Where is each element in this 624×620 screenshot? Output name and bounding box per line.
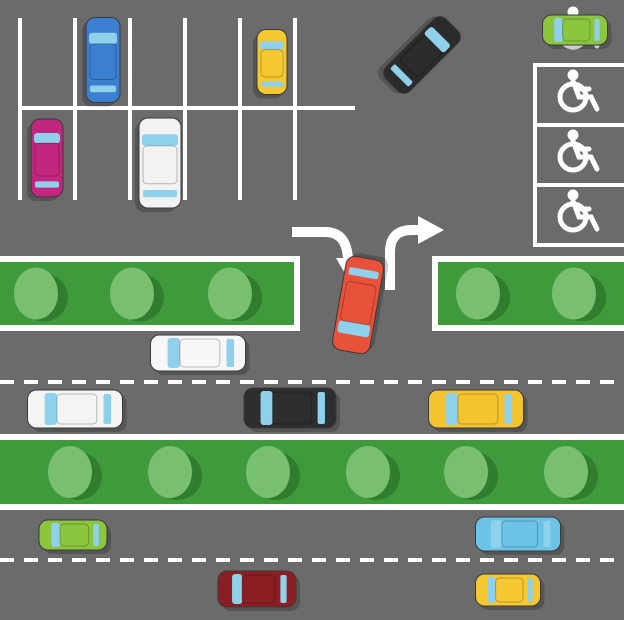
head [567,129,579,141]
median-edge-line [0,434,624,440]
car-roof [562,18,591,42]
car-light-blue-car [475,516,565,555]
windshield [142,134,178,146]
windshield [232,574,243,604]
bush [110,267,154,320]
windshield [337,320,371,338]
car-roof [495,577,524,603]
car-magenta-coupe [27,118,64,201]
wheelchair-icon [557,69,600,113]
rear-window [93,524,99,546]
wheelchair-icon [557,189,600,233]
car-roof [34,142,60,177]
bush [14,267,58,320]
car-roof [340,281,377,326]
windshield [167,338,180,368]
car-white-hatchback [27,389,127,432]
bush [48,446,92,498]
windshield [260,41,284,50]
car-green-hatchback [38,519,111,554]
car-roof [142,145,178,185]
bush [444,446,488,498]
car-roof [400,35,442,77]
windshield [445,393,458,425]
rear-window [261,81,283,87]
car-roof [179,338,221,368]
rear-window [594,19,600,41]
car-white-van [150,334,250,375]
bush [246,446,290,498]
car-roof [260,49,284,78]
windshield [260,391,273,425]
grass-medians [0,256,624,510]
rear-window [90,85,116,93]
car-yellow-taxi [253,29,288,99]
head [567,6,579,18]
car-roof [457,393,499,425]
rear-window [317,392,325,424]
rear-window [390,64,413,87]
grass-median [0,440,624,504]
bush [552,267,596,320]
bush [208,267,252,320]
windshield [89,32,117,44]
rear-window [504,394,513,424]
windshield [424,27,450,53]
turn-arrow-icon [292,227,353,263]
car-roof [89,43,117,81]
windshield [34,133,60,144]
vehicles [27,14,612,611]
car-roof [272,391,312,425]
rear-window [226,339,235,367]
windshield [51,523,61,547]
median-edge-line [0,504,624,510]
car-roof [241,574,276,604]
arrowhead [418,216,444,244]
car-red-pickup [331,253,389,355]
bush [456,267,500,320]
car-roof [59,523,90,547]
rear-window [280,575,287,603]
turn-arrow-icon [385,225,420,290]
windshield [554,18,563,42]
rear-window [143,190,177,198]
rear-window [103,394,112,424]
car-blue-pickup [82,17,121,107]
head [567,69,579,81]
wheelchair-icon [557,129,600,173]
bush [346,446,390,498]
windshield [490,520,502,548]
car-roof [501,520,539,548]
car-yellow-van [428,389,528,432]
parking-markings [0,18,624,562]
rear-window [527,578,533,602]
car-white-suv [135,117,182,212]
head [567,189,579,201]
rear-window [543,521,551,547]
car-dark-red-classic [217,570,300,611]
rear-window [35,181,59,188]
car-yellow-small-car [475,573,545,610]
car-roof [56,393,98,425]
car-black-sedan-diagonal [377,16,461,94]
rear-window [348,267,379,280]
bush [544,446,588,498]
bush [148,446,192,498]
windshield [487,577,496,603]
windshield [44,393,57,425]
car-black-hatchback [243,387,340,432]
car-green-hatchback-top [542,14,612,49]
